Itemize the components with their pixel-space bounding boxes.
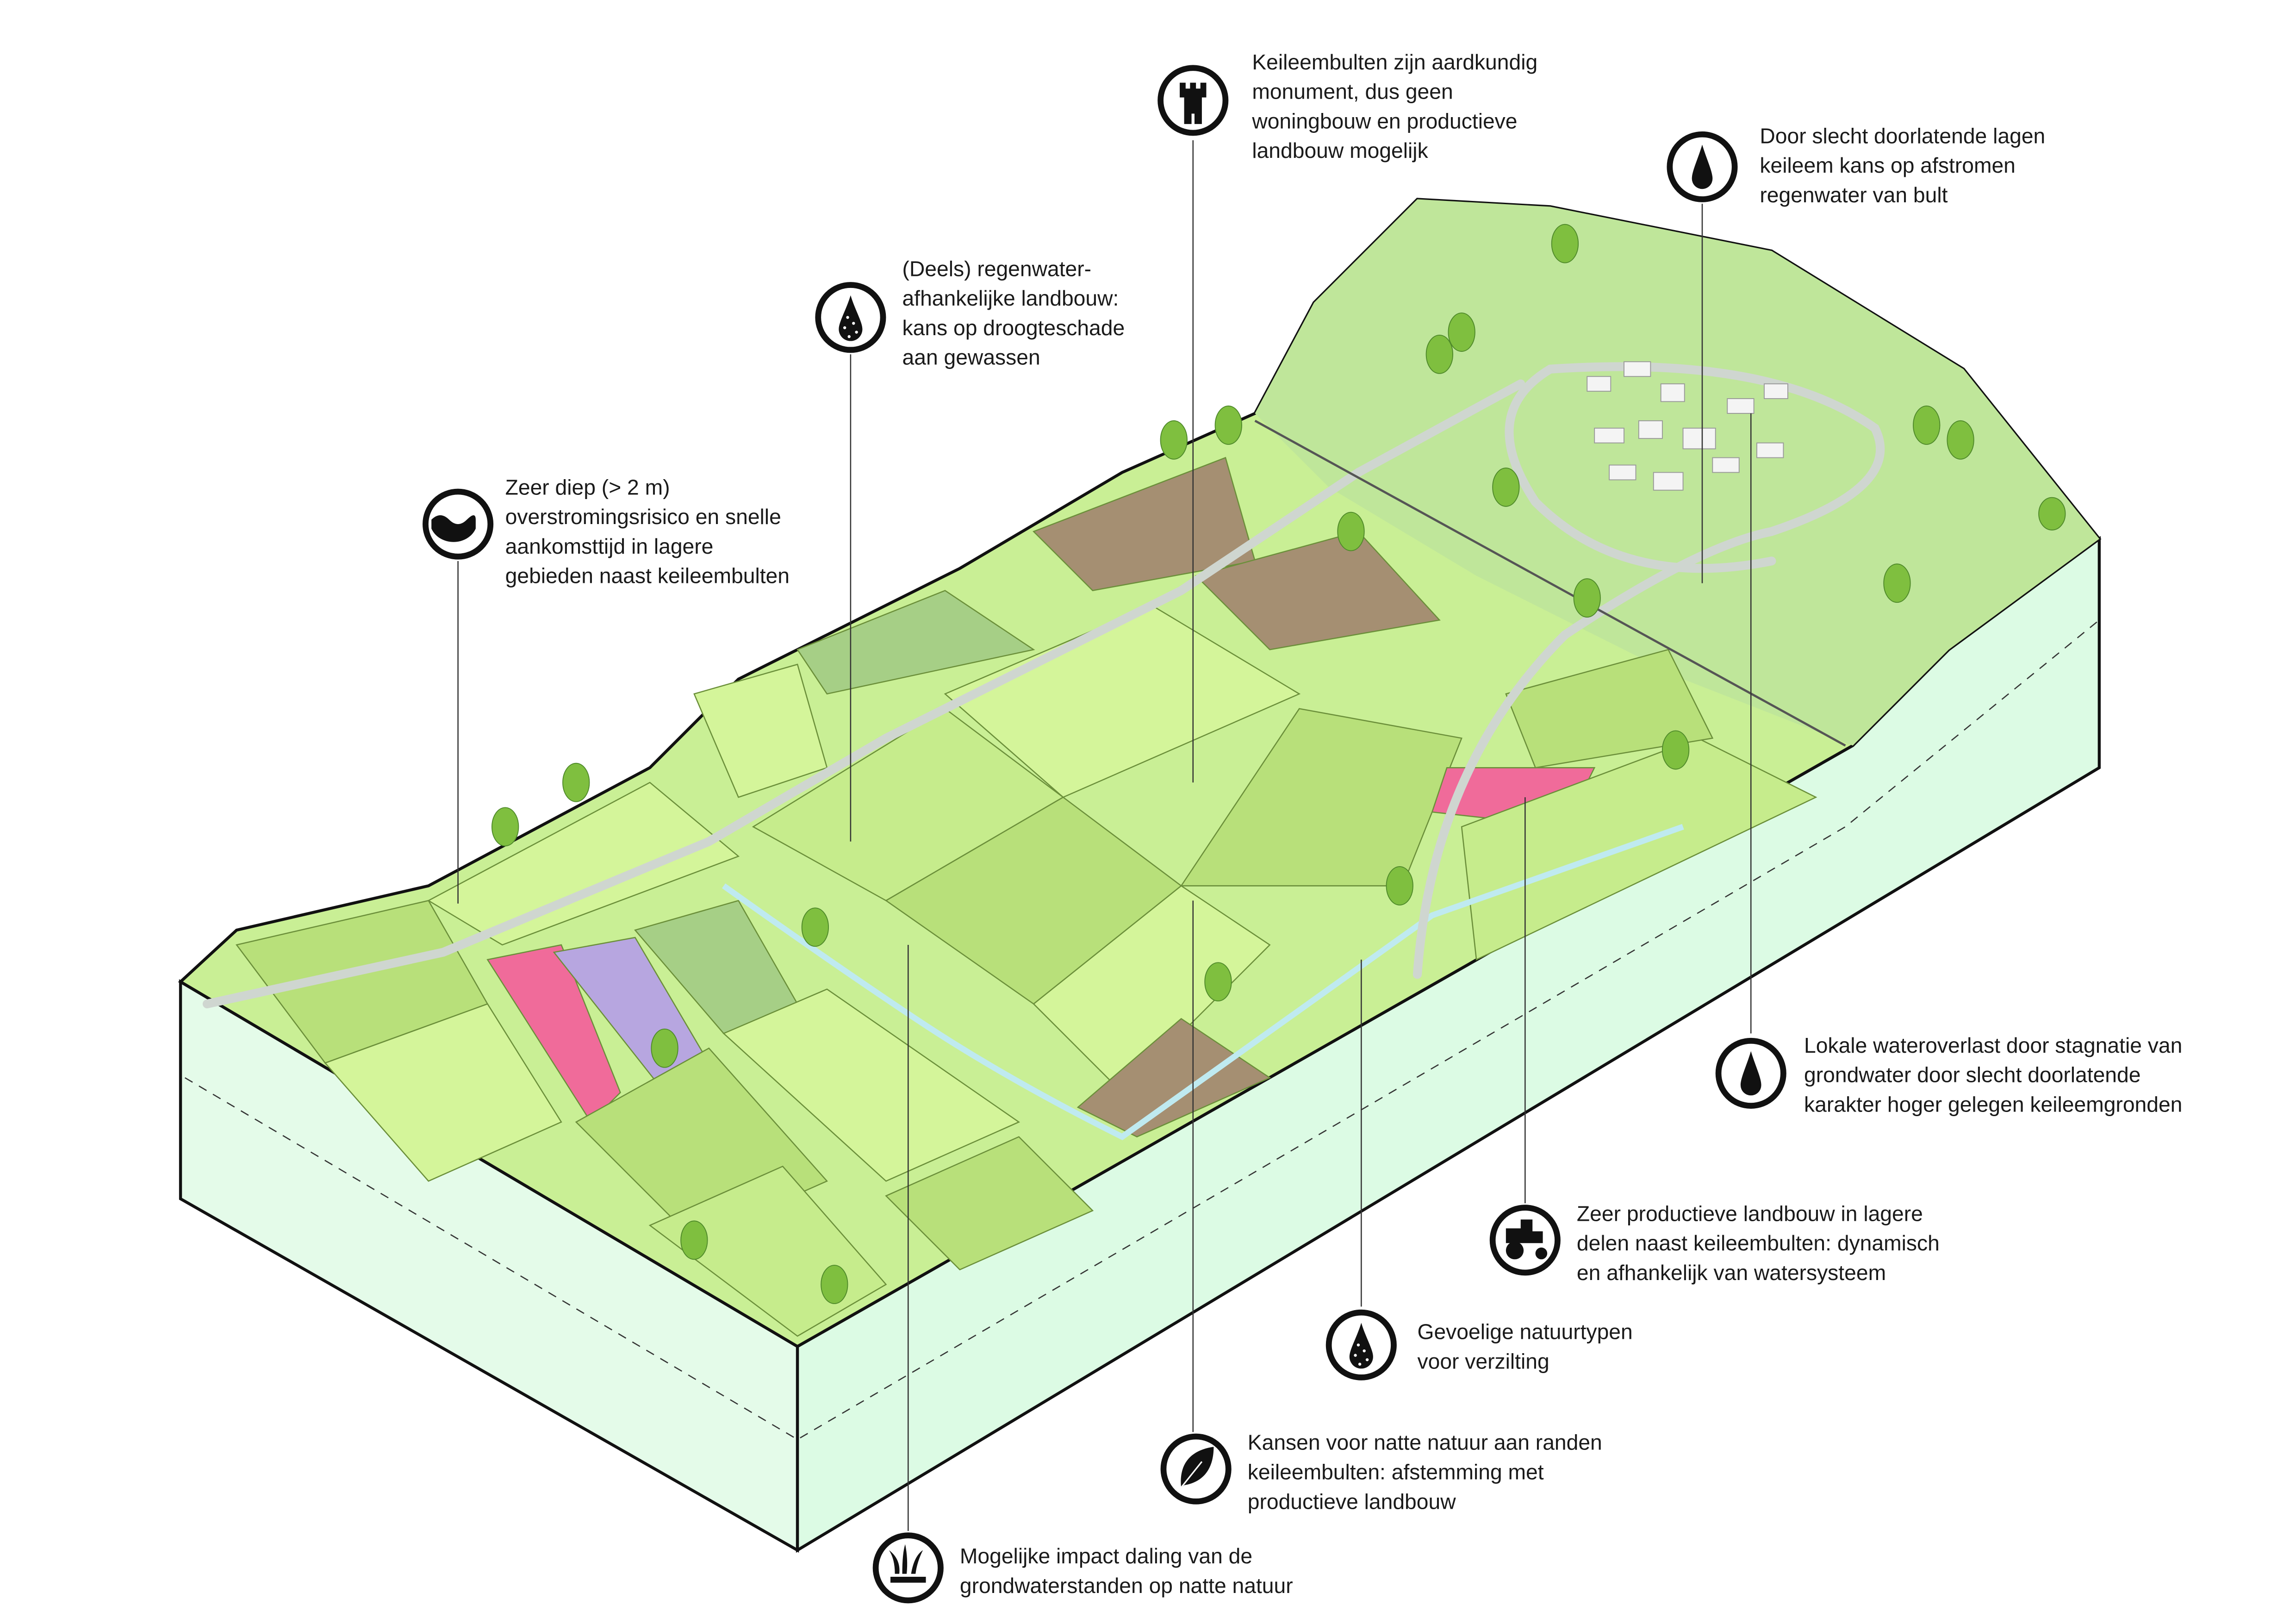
annotation-text: regenwater van bult	[1760, 183, 1948, 207]
annotation-text: Keileembulten zijn aardkundig	[1252, 50, 1537, 74]
annotation-text: woningbouw en productieve	[1251, 109, 1517, 133]
annotation-productive: Zeer productieve landbouw in lagere dele…	[1489, 1201, 1940, 1285]
annotation-text: Gevoelige natuurtypen	[1418, 1320, 1633, 1344]
annotation-text: Kansen voor natte natuur aan randen	[1248, 1430, 1602, 1455]
annotation-text: Door slecht doorlatende lagen	[1760, 124, 2045, 148]
annotation-text: Lokale wateroverlast door stagnatie van	[1804, 1033, 2182, 1057]
annotation-text: Mogelijke impact daling van de	[960, 1544, 1252, 1568]
annotation-drought: (Deels) regenwater- afhankelijke landbou…	[815, 256, 1125, 369]
annotation-wet-nature: Kansen voor natte natuur aan randen keil…	[1160, 1430, 1602, 1513]
annotation-text: Zeer diep (> 2 m)	[505, 475, 670, 499]
grass-icon	[872, 1532, 944, 1604]
groundwater-line	[184, 619, 2100, 1440]
annotation-runoff: Door slecht doorlatende lagen keileem ka…	[1667, 124, 2045, 207]
annotation-text: en afhankelijk van watersysteem	[1577, 1261, 1886, 1285]
annotation-groundwater: Mogelijke impact daling van de grondwate…	[872, 1532, 1293, 1604]
annotation-text: grondwater door slecht doorlatende	[1804, 1063, 2140, 1087]
annotation-text: grondwaterstanden op natte natuur	[960, 1574, 1293, 1598]
annotation-text: afhankelijke landbouw:	[902, 286, 1119, 310]
annotation-flooding: Zeer diep (> 2 m) overstromingsrisico en…	[423, 475, 790, 588]
annotation-text: aankomsttijd in lagere	[505, 534, 714, 558]
annotation-text: (Deels) regenwater-	[902, 256, 1092, 281]
annotation-text: gebieden naast keileembulten	[505, 564, 790, 588]
annotation-text: voor verzilting	[1418, 1349, 1549, 1373]
annotation-text: overstromingsrisico en snelle	[505, 505, 781, 529]
annotation-text: keileembulten: afstemming met	[1248, 1460, 1544, 1484]
annotation-text: Zeer productieve landbouw in lagere	[1577, 1201, 1923, 1225]
river	[722, 824, 1684, 1141]
annotation-local-flooding: Lokale wateroverlast door stagnatie van …	[1715, 1033, 2182, 1116]
trees	[491, 224, 2066, 1304]
annotation-text: landbouw mogelijk	[1252, 138, 1428, 162]
rail-line	[1254, 419, 1846, 747]
annotation-salinization: Gevoelige natuurtypen voor verzilting	[1325, 1309, 1633, 1380]
annotation-text: karakter hoger gelegen keileemgronden	[1804, 1092, 2182, 1116]
annotation-text: monument, dus geen	[1252, 80, 1453, 104]
annotation-text: productieve landbouw	[1248, 1489, 1456, 1513]
secondary-road	[1412, 362, 1885, 979]
annotation-text: kans op droogteschade	[902, 316, 1125, 340]
leader-lines	[457, 140, 1752, 1531]
village	[1587, 361, 1788, 491]
annotation-text: keileem kans op afstromen	[1760, 153, 2016, 177]
annotation-text: aan gewassen	[902, 345, 1040, 369]
annotation-text: delen naast keileembulten: dynamisch	[1577, 1231, 1940, 1255]
main-road	[202, 379, 1525, 1009]
annotation-monument: Keileembulten zijn aardkundig monument, …	[1157, 50, 1537, 162]
